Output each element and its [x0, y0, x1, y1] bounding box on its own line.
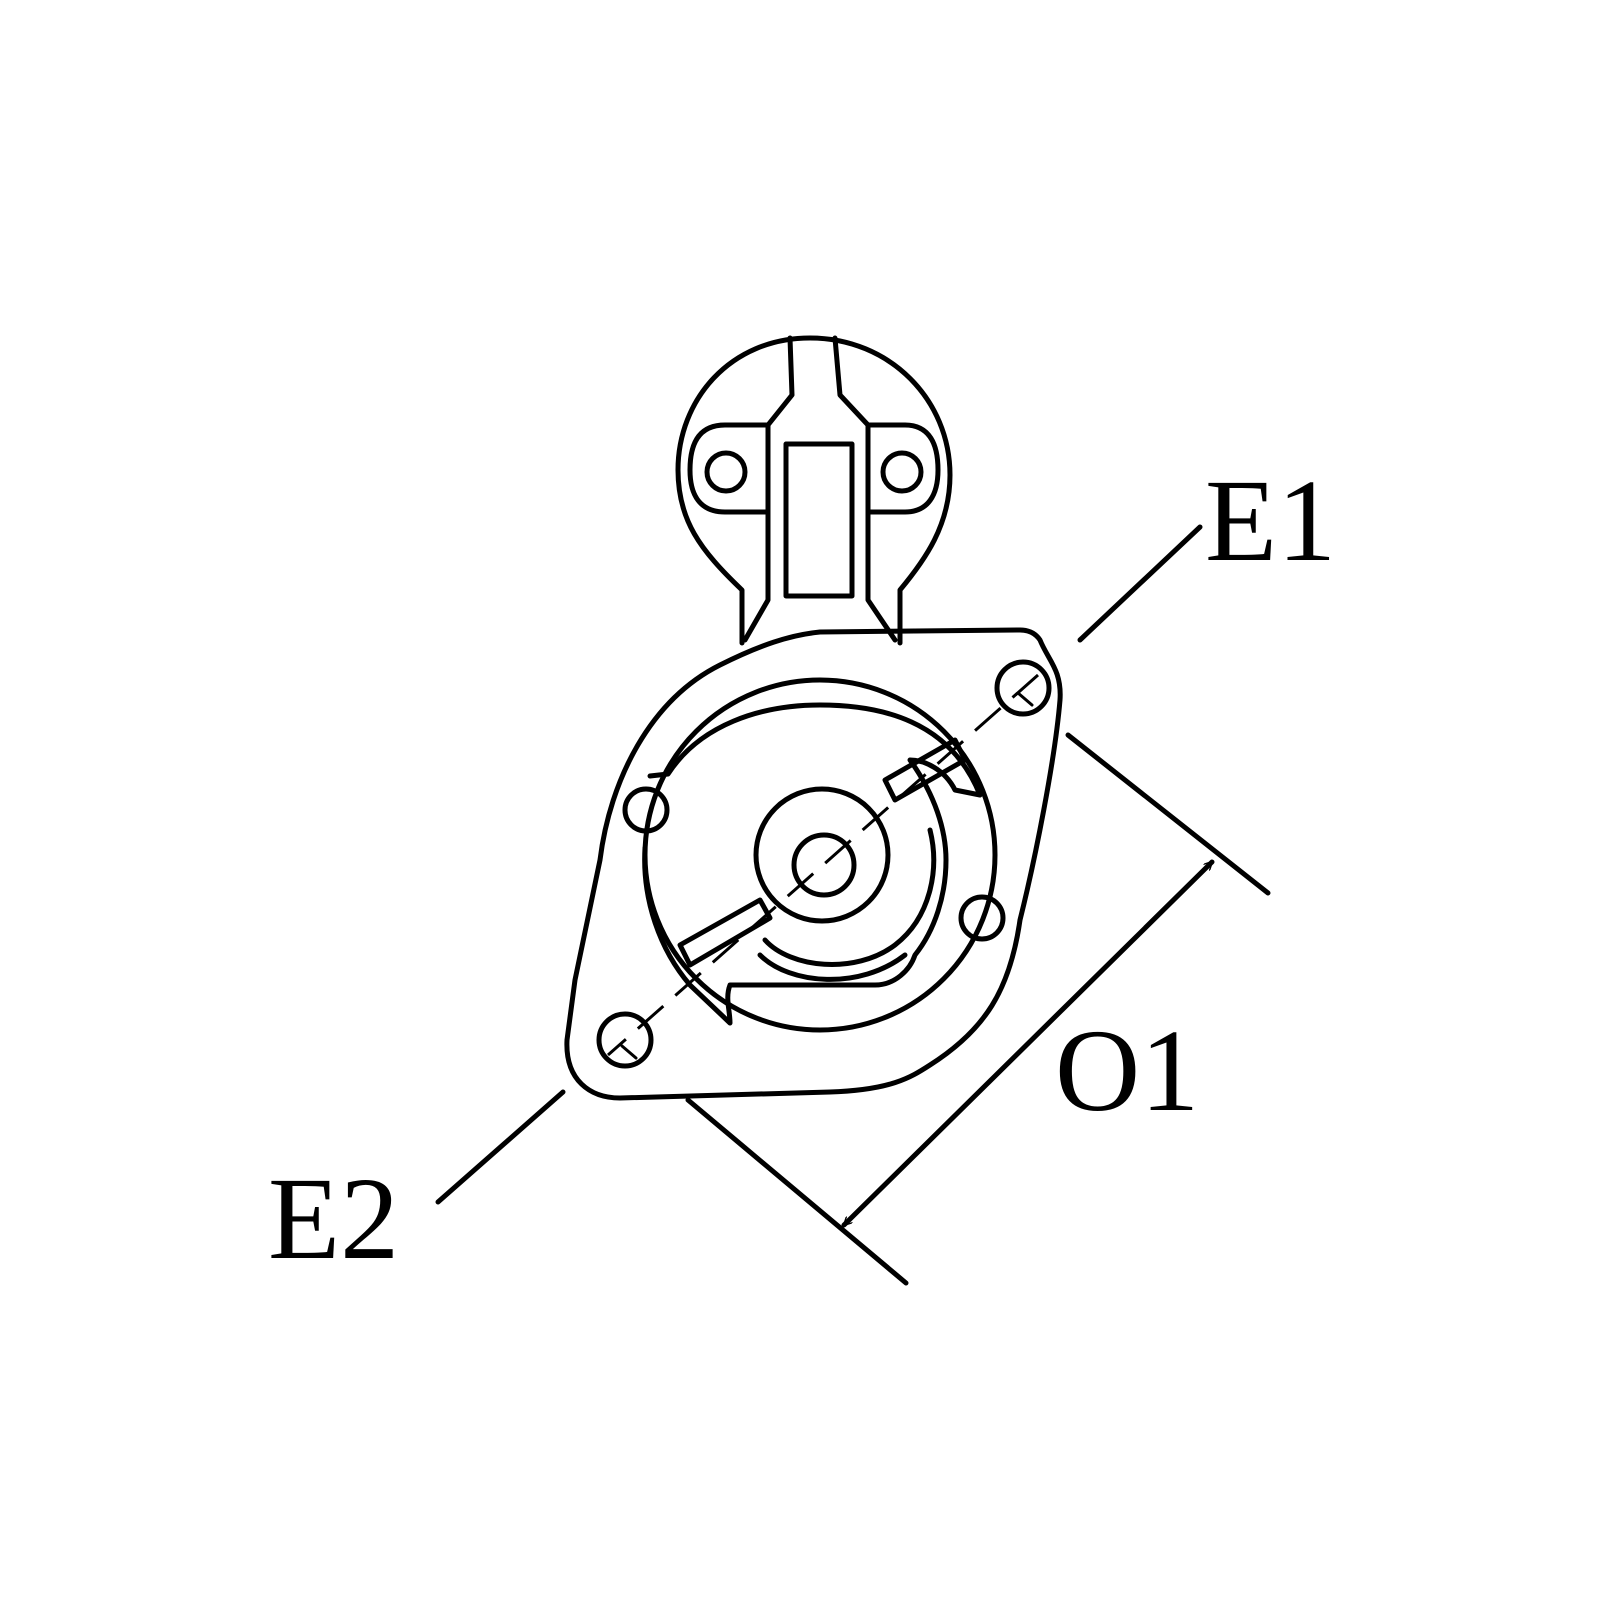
- solenoid-neck: [742, 335, 898, 643]
- solenoid-ear-left: [687, 422, 771, 515]
- mounting-hole-e1: [994, 659, 1052, 717]
- pinion-collar: [757, 827, 937, 982]
- leader-e1: [1077, 524, 1203, 643]
- solenoid-hole-left: [704, 450, 748, 494]
- label-e2: E2: [268, 1153, 399, 1284]
- mounting-flange: [564, 627, 1063, 1101]
- label-o1: O1: [1055, 1005, 1199, 1136]
- centerline: [607, 673, 1039, 1057]
- center-tick-e2: [620, 1044, 638, 1060]
- mounting-hole-e2: [596, 1011, 654, 1069]
- pinion-housing: [753, 786, 891, 924]
- solenoid-ear-right: [865, 422, 941, 515]
- terminal-window: [783, 441, 855, 599]
- small-hole-left: [622, 786, 670, 834]
- extension-line-upper: [1065, 732, 1271, 896]
- solenoid: [675, 335, 953, 646]
- leader-e2: [435, 1089, 566, 1205]
- extension-line-lower: [685, 1097, 909, 1286]
- slot-upper: [882, 737, 968, 803]
- label-e1: E1: [1205, 455, 1336, 586]
- center-tick-e1: [1016, 691, 1034, 707]
- slot-lower: [677, 897, 773, 968]
- solenoid-hole-right: [880, 450, 924, 494]
- dimension-line-o1: [841, 859, 1215, 1228]
- solenoid-housing: [675, 335, 953, 646]
